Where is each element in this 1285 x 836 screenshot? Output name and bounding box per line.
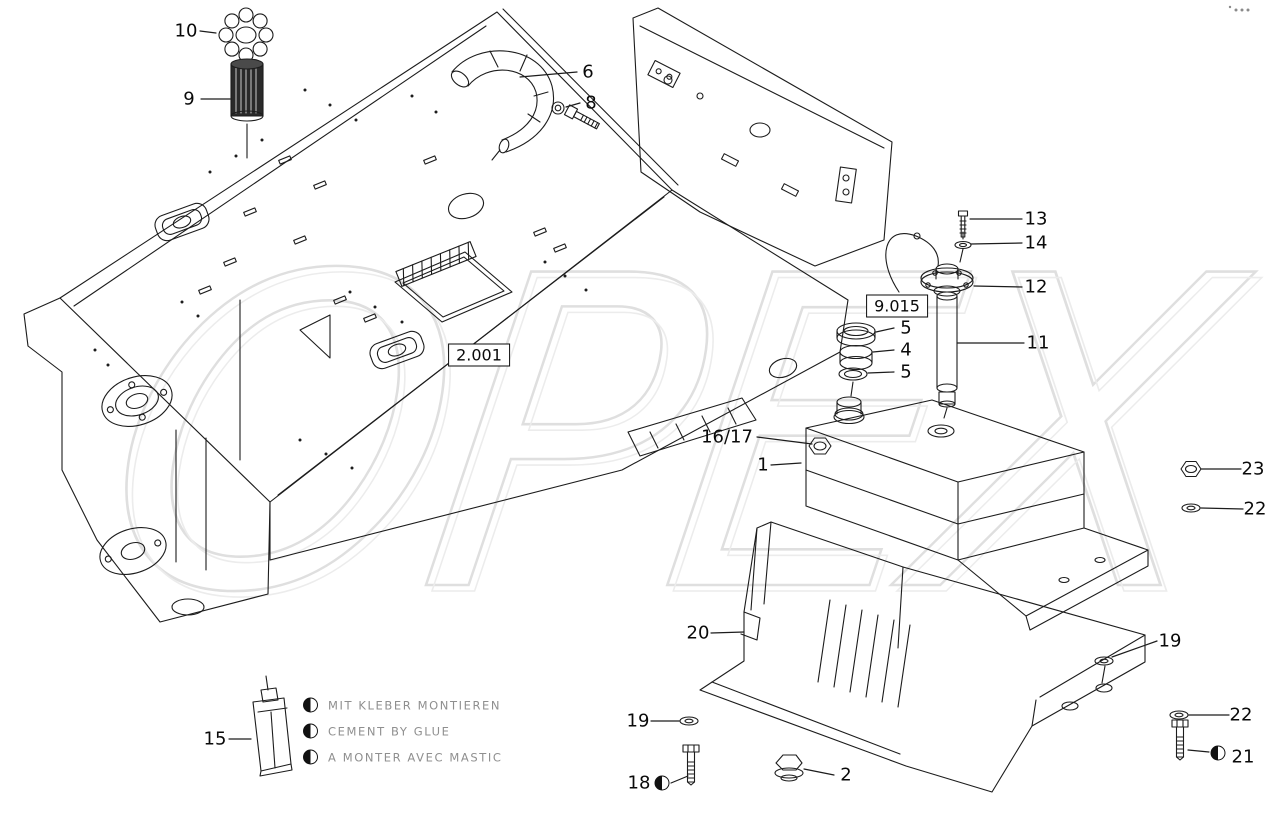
neck-axis bbox=[850, 381, 854, 397]
part-washer-14 bbox=[954, 231, 972, 263]
callout-5-bottom: 5 bbox=[900, 361, 912, 383]
leader-lines bbox=[199, 30, 1244, 784]
part-drain-plug-2 bbox=[774, 754, 804, 782]
corner-marks bbox=[1228, 5, 1250, 12]
refbox-frame: 2.001 bbox=[448, 343, 510, 367]
callout-15: 15 bbox=[203, 728, 227, 750]
callout-12: 12 bbox=[1024, 276, 1048, 298]
glue-symbol-21 bbox=[1210, 745, 1226, 761]
legend-text-en: CEMENT BY GLUE bbox=[328, 724, 451, 738]
callout-22-top: 22 bbox=[1243, 498, 1267, 520]
callout-20: 20 bbox=[686, 622, 710, 644]
refbox-fuel-sender: 9.015 bbox=[866, 294, 928, 318]
part-breather-cap bbox=[218, 7, 274, 63]
callout-8: 8 bbox=[585, 92, 597, 114]
part-breather-filter bbox=[230, 58, 264, 159]
callout-18: 18 bbox=[627, 772, 651, 794]
callout-13: 13 bbox=[1024, 208, 1048, 230]
callout-23: 23 bbox=[1241, 458, 1265, 480]
callout-11: 11 bbox=[1026, 332, 1050, 354]
part-washer-22-top bbox=[1181, 503, 1201, 513]
sender-wire bbox=[885, 233, 939, 293]
callout-6: 6 bbox=[582, 61, 594, 83]
part-filler-hose bbox=[450, 50, 554, 161]
callout-19-left: 19 bbox=[626, 710, 650, 732]
callout-4: 4 bbox=[900, 339, 912, 361]
callout-9: 9 bbox=[183, 88, 195, 110]
watermark-text: OPEX bbox=[80, 186, 1268, 687]
part-bolt-13 bbox=[957, 210, 969, 238]
part-glue-tube bbox=[252, 675, 293, 777]
watermark-text-shadow: OPEX bbox=[86, 192, 1274, 693]
part-suction-tube bbox=[936, 291, 958, 419]
callout-5-top: 5 bbox=[900, 317, 912, 339]
part-washer-8 bbox=[551, 101, 565, 115]
part-bolt-21 bbox=[1171, 719, 1189, 761]
part-fuel-sender bbox=[920, 263, 974, 297]
part-nut-16-17 bbox=[808, 437, 832, 455]
legend-row-en: CEMENT BY GLUE bbox=[303, 723, 451, 739]
part-bolt-18 bbox=[682, 744, 700, 786]
part-fuel-tank bbox=[805, 399, 1149, 631]
callout-19-right: 19 bbox=[1158, 630, 1182, 652]
part-washer-22-bottom bbox=[1169, 710, 1189, 720]
callout-1: 1 bbox=[757, 454, 769, 476]
callout-10: 10 bbox=[174, 20, 198, 42]
legend-row-fr: A MONTER AVEC MASTIC bbox=[303, 749, 503, 765]
glue-symbol-legend-1 bbox=[303, 697, 318, 713]
part-guard-panel bbox=[699, 521, 1146, 793]
part-washer-19-right bbox=[1094, 656, 1114, 684]
part-filler-ring-bottom bbox=[838, 367, 868, 381]
callout-2: 2 bbox=[840, 764, 852, 786]
part-screw-8 bbox=[563, 104, 600, 130]
part-filler-neck bbox=[839, 344, 873, 371]
callout-16-17: 16/17 bbox=[701, 426, 753, 448]
part-nut-23 bbox=[1180, 460, 1202, 478]
wire-fitting bbox=[913, 232, 921, 240]
callout-21: 21 bbox=[1231, 746, 1255, 768]
glue-symbol-legend-3 bbox=[303, 749, 318, 765]
callout-22-bottom: 22 bbox=[1229, 704, 1253, 726]
legend-row-de: MIT KLEBER MONTIEREN bbox=[303, 697, 502, 713]
part-washer-19-left bbox=[679, 716, 699, 726]
legend-text-de: MIT KLEBER MONTIEREN bbox=[328, 698, 502, 712]
callout-14: 14 bbox=[1024, 232, 1048, 254]
part-main-frame bbox=[23, 7, 893, 623]
legend-text-fr: A MONTER AVEC MASTIC bbox=[328, 750, 503, 764]
glue-symbol-18 bbox=[654, 775, 670, 791]
glue-symbol-legend-2 bbox=[303, 723, 318, 739]
